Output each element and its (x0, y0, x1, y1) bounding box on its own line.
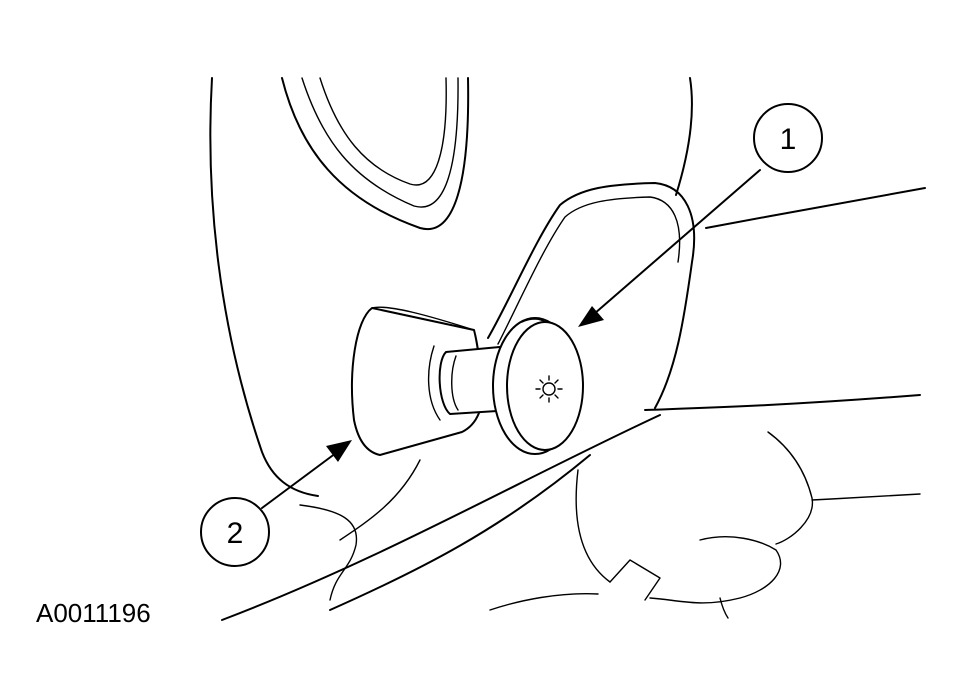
panel-edge-left (209, 77, 319, 497)
callout-1-label: 1 (780, 123, 797, 156)
knob-shaft-edge (451, 355, 459, 411)
lower-trim-right-5 (609, 559, 661, 601)
callout-2-arrowhead (326, 440, 352, 462)
knob-rear-housing-lip (427, 345, 441, 421)
callout-1-leader (593, 169, 761, 315)
console-lower-edge (221, 414, 661, 621)
callout-2-label: 2 (227, 517, 244, 550)
callout-1-arrowhead (578, 306, 604, 327)
panel-right-lower (644, 394, 921, 411)
lower-trim-right-6 (489, 592, 599, 611)
callout-2: 2 (200, 440, 352, 567)
lower-trim-right-1 (767, 431, 813, 545)
switch-bezel-outer (487, 182, 696, 409)
lower-trim-right-7 (719, 597, 729, 619)
lower-trim-right-2 (811, 493, 921, 501)
lower-trim-right-4 (575, 469, 611, 583)
console-trim-curve-2 (339, 459, 421, 541)
panel-right-upper (705, 187, 926, 229)
callout-1-circle (753, 103, 823, 173)
console-trim-line (329, 454, 591, 611)
steering-rim-inner (319, 77, 447, 186)
lower-trim-right-3 (649, 536, 782, 604)
console-trim-curve (299, 504, 358, 601)
light-sun-icon (535, 375, 563, 403)
steering-rim-mid (301, 77, 459, 208)
callout-1: 1 (578, 103, 823, 327)
callout-2-leader (261, 452, 337, 509)
panel-top-line (675, 77, 693, 196)
steering-rim-outer (281, 77, 470, 231)
knob-front-edge-top (521, 318, 546, 323)
knob-front-face (506, 321, 584, 451)
callout-2-circle (200, 497, 270, 567)
knob-rear-housing-rim (371, 306, 475, 331)
switch-bezel-inner (497, 196, 681, 345)
figure-id-label: A0011196 (36, 598, 151, 628)
